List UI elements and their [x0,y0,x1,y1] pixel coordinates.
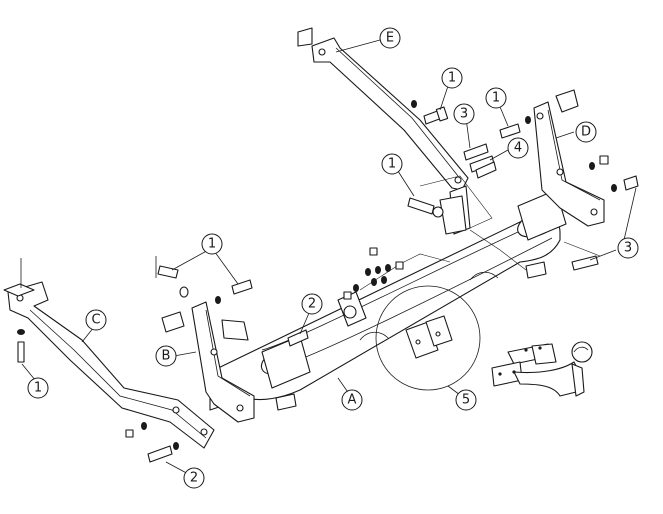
svg-text:4: 4 [514,141,522,156]
svg-text:3: 3 [624,241,632,256]
callout-1-top: 1 [441,67,463,89]
callout-1-b: 1 [201,233,223,255]
callout-e: E [379,27,401,49]
callout-3-right: 3 [617,237,639,259]
callout-2-mid: 2 [301,293,323,315]
svg-text:2: 2 [308,297,316,312]
svg-text:1: 1 [208,237,216,252]
callout-c: C [85,309,107,331]
callout-2-bottom: 2 [183,467,205,489]
callout-3-top: 3 [453,103,475,125]
callout-a: A [341,389,363,411]
svg-text:2: 2 [190,471,198,486]
svg-text:3: 3 [460,107,468,122]
svg-text:1: 1 [448,71,456,86]
detail-circle-5 [375,285,481,391]
svg-text:1: 1 [34,381,42,396]
callout-b: B [155,345,177,367]
callout-4: 4 [507,137,529,159]
svg-text:1: 1 [388,157,396,172]
svg-text:E: E [386,31,394,46]
bracket-c [3,281,215,449]
ball-hook-assembly [491,341,593,397]
cross-beam-a [209,189,567,411]
center-bracket [337,175,601,327]
callout-1-mid: 1 [381,153,403,175]
callout-1-left: 1 [27,377,49,399]
bracket-b [161,301,255,423]
svg-text:A: A [348,393,357,408]
svg-text:5: 5 [462,393,470,408]
callout-1-d: 1 [485,87,507,109]
svg-text:C: C [91,313,100,328]
bracket-d [533,89,605,227]
svg-text:1: 1 [492,91,500,106]
callout-5: 5 [455,389,477,411]
callout-d: D [575,121,597,143]
svg-text:B: B [162,349,171,364]
svg-text:D: D [581,125,591,140]
